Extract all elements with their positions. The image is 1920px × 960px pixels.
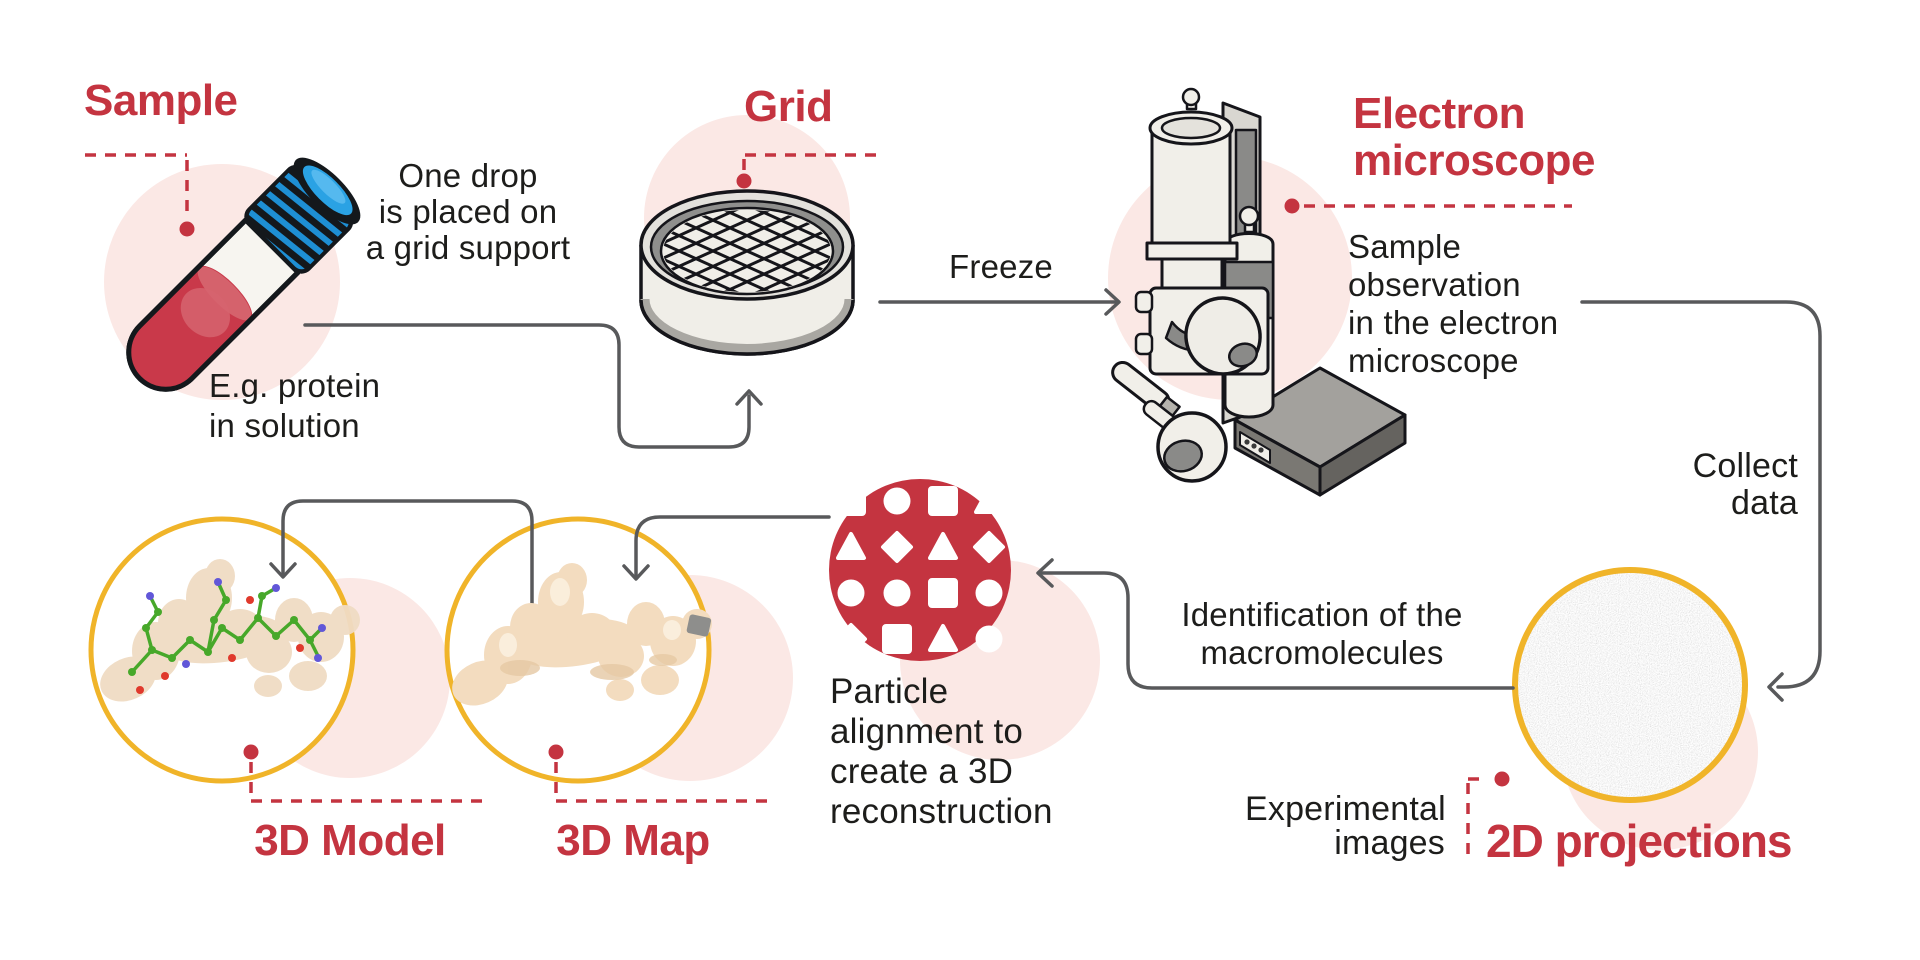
map-title: 3D Map — [556, 816, 710, 865]
electron-microscope-caption: Sample observation in the electron micro… — [1348, 228, 1559, 379]
drop-caption: One drop is placed on a grid support — [365, 157, 571, 266]
model-title: 3D Model — [254, 816, 446, 865]
electron-microscope-title: Electron microscope — [1353, 89, 1595, 185]
identification-caption: Identification of the macromolecules — [1181, 596, 1463, 671]
atomic-model-icon — [92, 559, 360, 710]
sample-caption: E.g. protein in solution — [209, 367, 381, 444]
arrow-map-to-model — [269, 499, 534, 624]
experimental-images-caption: Experimental images — [1245, 790, 1446, 862]
grid-pointer — [736, 153, 878, 189]
collect-data-caption: Collect data — [1692, 447, 1798, 522]
density-map-icon — [444, 563, 712, 714]
projections-title: 2D projections — [1486, 815, 1793, 867]
freeze-caption: Freeze — [949, 248, 1053, 285]
microscope-pointer — [1284, 198, 1572, 214]
arrow-sample-to-grid — [303, 323, 763, 449]
label-pointers — [85, 153, 1572, 856]
sample-pointer — [85, 153, 195, 237]
grid-dish-icon — [639, 189, 855, 356]
arrow-microscope-to-projections — [1580, 300, 1822, 702]
particle-alignment-caption: Particle alignment to create a 3D recons… — [830, 672, 1053, 831]
map-pointer — [548, 744, 770, 803]
test-tube-icon — [126, 157, 361, 392]
grid-title: Grid — [744, 82, 833, 131]
arrow-grid-to-microscope — [878, 288, 1121, 316]
arrow-particles-to-map — [622, 515, 831, 581]
arrow-projections-to-particles — [1036, 558, 1515, 690]
micrograph-circle — [1512, 567, 1748, 803]
model-pointer — [243, 744, 490, 803]
electron-microscope-icon — [1111, 87, 1407, 497]
particle-pattern-icon — [829, 479, 1011, 661]
projections-pointer — [1466, 771, 1510, 856]
workflow-connectors — [269, 288, 1822, 702]
sample-title: Sample — [84, 76, 238, 125]
